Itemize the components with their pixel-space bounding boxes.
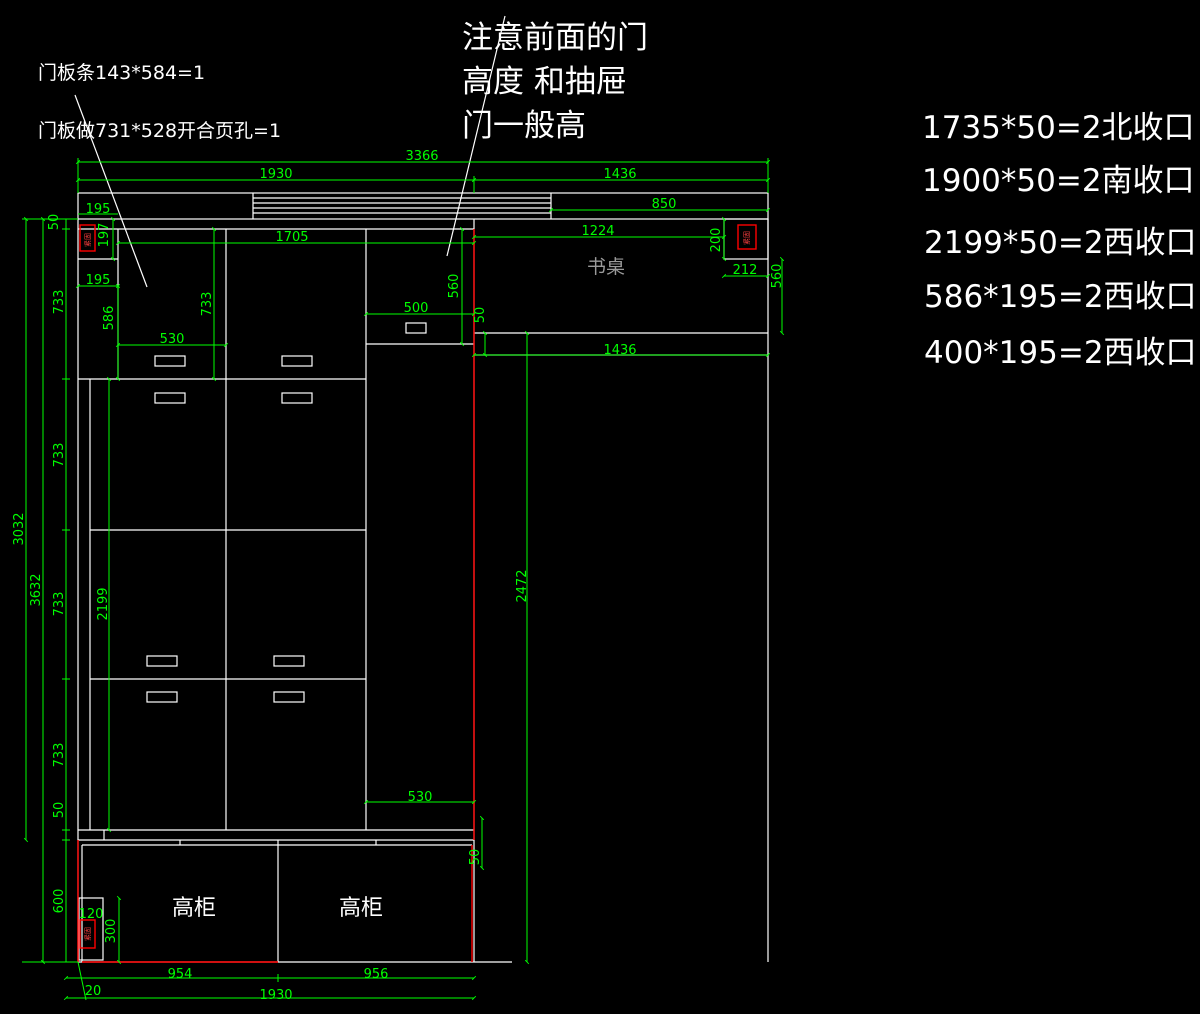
cabinet-labels: 书桌 高柜 高柜 — [172, 256, 625, 921]
trim-item-3: 2199*50=2西收口 — [924, 225, 1197, 261]
dim-desk-width: 1224 — [581, 224, 614, 239]
dim-500: 500 — [404, 301, 429, 316]
dim-530-bottom: 530 — [408, 790, 433, 805]
tall-cabinet-left-label: 高柜 — [172, 896, 216, 921]
dim-cabinet-inner: 1705 — [275, 230, 308, 245]
tall-cabinet-right-label: 高柜 — [339, 896, 383, 921]
trim-item-5: 400*195=2西收口 — [924, 335, 1197, 371]
dim-overall-width: 3366 — [405, 149, 438, 164]
dim-530-top: 530 — [160, 332, 185, 347]
dim-top-right: 850 — [652, 197, 677, 212]
dim-212: 212 — [733, 263, 758, 278]
dim-50-bottom-right: 50 — [468, 849, 483, 866]
dim-seg-733-b: 733 — [52, 443, 67, 468]
dim-120: 120 — [79, 907, 104, 922]
dim-560-right: 560 — [770, 264, 785, 289]
note-door-panel: 门板做731*528开合页孔=1 — [38, 120, 282, 142]
dim-bottom-20: 20 — [85, 984, 102, 999]
desk-label: 书桌 — [587, 256, 625, 278]
trim-item-1: 1735*50=2北收口 — [922, 110, 1195, 146]
red-edges — [77, 224, 757, 963]
dim-below-desk: 1436 — [603, 343, 636, 358]
warning-line-3: 门一般高 — [462, 108, 586, 144]
dim-bottom-956: 956 — [364, 967, 389, 982]
dim-seg-50-mid: 50 — [52, 802, 67, 819]
trim-item-2: 1900*50=2南收口 — [922, 163, 1195, 199]
dim-2472: 2472 — [515, 569, 530, 602]
dim-50-mid: 50 — [473, 307, 488, 324]
dim-right-width: 1436 — [603, 167, 636, 182]
fitting-label: 紧固 — [83, 927, 92, 941]
dim-733-inner: 733 — [200, 292, 215, 317]
dim-197: 197 — [97, 223, 112, 248]
dim-left-width: 1930 — [259, 167, 292, 182]
dim-bottom-954: 954 — [168, 967, 193, 982]
warning-line-2: 高度 和抽屉 — [462, 64, 627, 100]
warning-note: 注意前面的门 高度 和抽屉 门一般高 — [462, 16, 648, 148]
fitting-label: 紧固 — [83, 233, 92, 247]
dim-seg-733-c: 733 — [52, 592, 67, 617]
dim-2199: 2199 — [96, 587, 111, 620]
dim-200: 200 — [709, 228, 724, 253]
dim-top-left: 195 — [86, 202, 111, 217]
dim-bottom-1930: 1930 — [259, 988, 292, 1003]
dim-seg-733-a: 733 — [52, 290, 67, 315]
dim-seg-600: 600 — [52, 889, 67, 914]
dimension-text: 3366 1930 1436 195 850 1705 1224 195 530… — [12, 149, 785, 1003]
trim-item-4: 586*195=2西收口 — [924, 279, 1197, 315]
fitting-labels: 紧固 紧固 紧固 — [83, 231, 751, 941]
warning-line-1: 注意前面的门 — [462, 20, 648, 56]
dim-total-3032: 3032 — [12, 512, 27, 545]
fitting-label: 紧固 — [742, 231, 751, 245]
dim-seg-733-d: 733 — [52, 743, 67, 768]
dim-195-second: 195 — [86, 273, 111, 288]
note-door-strip: 门板条143*584=1 — [38, 62, 206, 84]
dimension-lines — [22, 158, 785, 1001]
dim-seg-50-top: 50 — [47, 214, 62, 231]
dim-total-3632: 3632 — [29, 573, 44, 606]
dim-586: 586 — [102, 306, 117, 331]
dim-560-mid: 560 — [447, 274, 462, 299]
dim-300: 300 — [104, 919, 119, 944]
